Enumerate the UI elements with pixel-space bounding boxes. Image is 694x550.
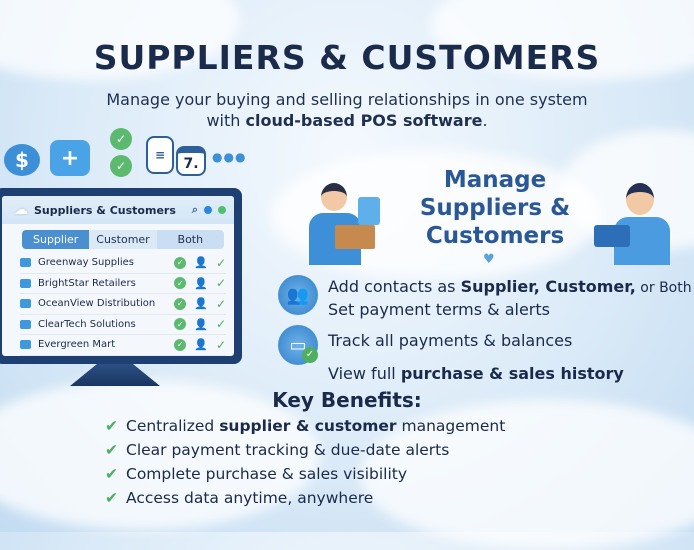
contact-name: Greenway Supplies xyxy=(38,257,134,269)
key-benefits-heading: Key Benefits: xyxy=(272,388,422,412)
tab-supplier[interactable]: Supplier xyxy=(22,230,90,249)
benefit-item: ✔ Clear payment tracking & due-date alert… xyxy=(105,441,449,459)
feature-bold: Supplier, Customer, xyxy=(460,277,636,296)
check-icon: ✔ xyxy=(105,489,118,507)
check-icon: ✓ xyxy=(215,255,226,270)
app-header: ☁ Suppliers & Customers ⌕ xyxy=(2,196,234,224)
benefit-text: management xyxy=(396,417,506,435)
subtitle-text: . xyxy=(482,111,488,130)
search-icon[interactable]: ⌕ xyxy=(191,203,198,216)
check-icon: ✓ xyxy=(110,155,132,177)
medical-bag-icon: + xyxy=(50,140,90,176)
table-row[interactable]: Evergreen Mart ✓ 👤 ✓ xyxy=(20,335,226,356)
benefit-text: Complete purchase & sales visibility xyxy=(126,465,408,483)
benefit-text: Centralized xyxy=(126,417,220,435)
subtitle-line1: Manage your buying and selling relations… xyxy=(106,90,588,109)
calendar-day: 7. xyxy=(183,155,199,172)
table-row[interactable]: OceanView Distribution ✓ 👤 ✓ xyxy=(20,294,226,315)
tab-bar: Supplier Customer Both xyxy=(22,230,224,249)
user-icon: 👤 xyxy=(194,276,208,290)
check-icon: ✓ xyxy=(215,337,226,352)
feature-bold: purchase & sales history xyxy=(400,364,624,383)
check-circle-icon: ✓ xyxy=(174,297,187,310)
shopping-bag-icon xyxy=(358,197,380,225)
user-icon: 👤 xyxy=(194,297,208,311)
benefit-item: ✔ Centralized supplier & customer managem… xyxy=(105,417,505,435)
feature-add-contacts: Add contacts as Supplier, Customer, or B… xyxy=(328,277,692,296)
contact-name: OceanView Distribution xyxy=(38,298,156,310)
benefit-item: ✔ Access data anytime, anywhere xyxy=(105,489,373,507)
check-circle-icon: ✓ xyxy=(174,256,187,269)
check-circle-icon: ✓ xyxy=(174,277,187,290)
feature-text: View full xyxy=(328,364,401,383)
benefit-text: Clear payment tracking & due-date alerts xyxy=(126,441,450,459)
contact-icon xyxy=(20,278,31,288)
user-icon: 👤 xyxy=(194,317,208,331)
payment-check-icon: ✓ xyxy=(302,347,318,363)
contact-icon xyxy=(20,319,31,329)
document-icon: ≡ xyxy=(146,136,174,174)
check-icon: ✔ xyxy=(105,441,118,459)
subtitle-bold: cloud-based POS software xyxy=(245,111,483,130)
user-icon: 👤 xyxy=(194,338,208,352)
subtitle-line2: with cloud-based POS software. xyxy=(0,111,694,130)
benefit-item: ✔ Complete purchase & sales visibility xyxy=(105,465,407,483)
check-icon: ✓ xyxy=(215,276,226,291)
benefit-bold: supplier & customer xyxy=(219,417,397,435)
check-icon: ✓ xyxy=(215,317,226,332)
contact-name: ClearTech Solutions xyxy=(38,318,136,330)
tab-both[interactable]: Both xyxy=(156,230,224,249)
manage-line: Customers xyxy=(425,223,565,249)
manage-line: Suppliers & xyxy=(419,195,571,221)
check-circle-icon: ✓ xyxy=(174,318,187,331)
monitor: ☁ Suppliers & Customers ⌕ Supplier Custo… xyxy=(0,188,242,364)
check-circle-icon: ✓ xyxy=(174,338,187,351)
blue-dot-icon xyxy=(204,206,212,214)
contact-icon xyxy=(20,299,31,309)
check-icon: ✔ xyxy=(105,417,118,435)
contact-icon xyxy=(20,340,31,350)
cloud-icon: ☁ xyxy=(14,202,28,218)
app-window: ☁ Suppliers & Customers ⌕ Supplier Custo… xyxy=(2,196,234,356)
table-row[interactable]: Greenway Supplies ✓ 👤 ✓ xyxy=(20,253,226,274)
subtitle-text: with xyxy=(206,111,246,130)
monitor-stand xyxy=(70,364,160,386)
feature-history: View full purchase & sales history xyxy=(328,364,624,383)
man-illustration xyxy=(305,183,375,265)
heart-icon: ♥ xyxy=(483,252,495,267)
green-dot-icon xyxy=(218,206,226,214)
woman-illustration xyxy=(594,183,670,265)
app-title: Suppliers & Customers xyxy=(34,203,176,217)
contact-name: Evergreen Mart xyxy=(38,339,116,351)
feature-track-payments: Track all payments & balances xyxy=(328,331,573,350)
check-icon: ✓ xyxy=(215,296,226,311)
page-title: SUPPLIERS & CUSTOMERS xyxy=(93,38,601,77)
dollar-icon: $ xyxy=(4,144,40,176)
user-icon: 👤 xyxy=(194,256,208,270)
feature-text: Add contacts as xyxy=(328,277,461,296)
check-icon: ✓ xyxy=(110,128,132,150)
contacts-icon: 👥 xyxy=(278,275,318,315)
dots-decoration: ●●● xyxy=(212,150,247,164)
contact-name: BrightStar Retailers xyxy=(38,277,136,289)
benefit-text: Access data anytime, anywhere xyxy=(126,489,374,507)
tab-customer[interactable]: Customer xyxy=(89,230,157,249)
calendar-icon: 7. xyxy=(176,146,206,176)
table-row[interactable]: ClearTech Solutions ✓ 👤 ✓ xyxy=(20,315,226,335)
manage-line: Manage xyxy=(443,167,547,193)
table-row[interactable]: BrightStar Retailers ✓ 👤 ✓ xyxy=(20,274,226,294)
manage-heading: Manage Suppliers & Customers xyxy=(415,166,575,250)
check-icon: ✔ xyxy=(105,465,118,483)
feature-text: or Both xyxy=(635,280,692,296)
contact-icon xyxy=(20,258,31,268)
feature-payment-terms: Set payment terms & alerts xyxy=(328,300,550,319)
